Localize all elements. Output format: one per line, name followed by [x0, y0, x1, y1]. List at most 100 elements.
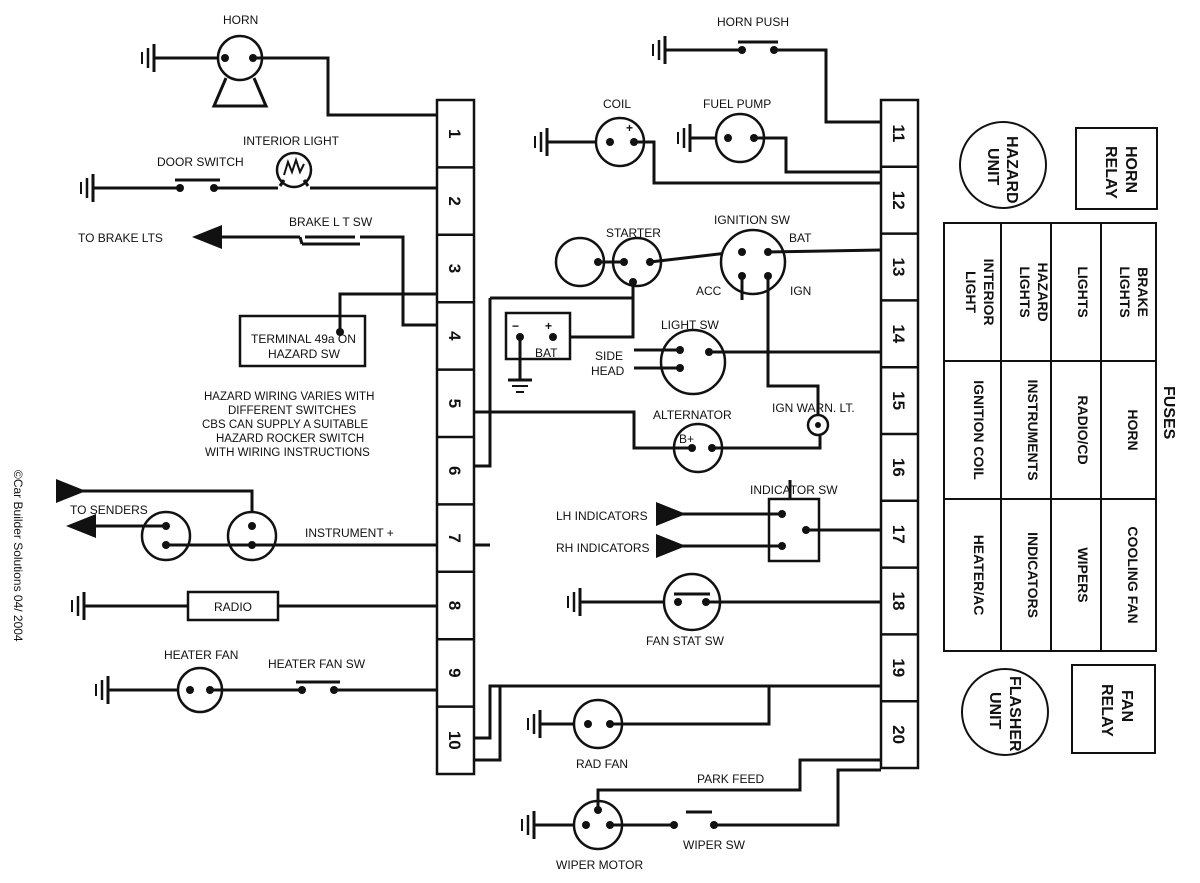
- fan-relay-line1: FAN: [1118, 690, 1135, 722]
- hazard-unit: HAZARD UNIT: [959, 121, 1047, 209]
- fuses-title: FUSES: [1160, 386, 1177, 440]
- fuse-label: RADIO/CD: [1075, 395, 1091, 464]
- battery: − + BAT: [474, 296, 633, 468]
- fuel-pump-label: FUEL PUMP: [703, 97, 771, 111]
- right-terminal-18: 18: [889, 592, 908, 611]
- horn-push-label: HORN PUSH: [717, 15, 789, 29]
- right-terminal-12: 12: [889, 191, 908, 210]
- head-label: HEAD: [591, 364, 625, 378]
- hazard-unit-line1: HAZARD: [1003, 136, 1020, 204]
- fuse-label: HAZARD: [1035, 262, 1051, 321]
- left-terminal-8: 8: [445, 601, 464, 610]
- alternator-label: ALTERNATOR: [653, 408, 732, 422]
- hazard-note: HAZARD WIRING VARIES WITH DIFFERENT SWIT…: [202, 391, 374, 459]
- fan-stat-sw-label: FAN STAT SW: [646, 634, 725, 648]
- hazard-note-line-5: WITH WIRING INSTRUCTIONS: [205, 447, 370, 459]
- coil-label: COIL: [603, 97, 631, 111]
- side-label: SIDE: [595, 349, 623, 363]
- brake-light-switch: TO BRAKE LTS BRAKE L T SW: [78, 215, 437, 327]
- hazard-note-line-3: CBS CAN SUPPLY A SUITABLE: [202, 419, 369, 431]
- svg-text:−: −: [512, 319, 519, 333]
- starter-label: STARTER: [606, 226, 661, 240]
- instrument-plus-label: INSTRUMENT +: [305, 526, 394, 540]
- svg-text:+: +: [545, 319, 552, 333]
- battery-label: BAT: [535, 346, 558, 360]
- rad-fan-label: RAD FAN: [576, 757, 628, 771]
- svg-text:B+: B+: [679, 432, 694, 446]
- light-switch: LIGHT SW SIDE HEAD: [591, 318, 881, 396]
- door-switch-label: DOOR SWITCH: [157, 155, 244, 169]
- door-switch-circuit: DOOR SWITCH INTERIOR LIGHT: [79, 134, 437, 204]
- flasher-unit-line2: UNIT: [986, 692, 1003, 730]
- rh-indicators-label: RH INDICATORS: [556, 541, 650, 555]
- fuse-label: WIPERS: [1075, 547, 1091, 602]
- heater-fan-sw-label: HEATER FAN SW: [268, 657, 366, 671]
- fuse-label: INSTRUMENTS: [1025, 379, 1041, 480]
- radio-label: RADIO: [214, 600, 252, 614]
- left-terminal-3: 3: [445, 264, 464, 273]
- ign-warn-lamp: IGN WARN. LT.: [772, 401, 855, 437]
- fuse-label: INTERIOR: [981, 259, 997, 326]
- hazard-note-line-1: HAZARD WIRING VARIES WITH: [204, 391, 374, 403]
- flasher-unit-line1: FLASHER: [1006, 676, 1023, 752]
- rad-fan: RAD FAN: [526, 684, 881, 771]
- indicator-switch: INDICATOR SW LH INDICATORS RH INDICATORS: [556, 480, 881, 563]
- fuse-label: LIGHT: [963, 271, 979, 313]
- fuel-pump: FUEL PUMP: [676, 97, 881, 174]
- fan-relay-line2: RELAY: [1098, 684, 1115, 737]
- ignition-switch: IGNITION SW BAT ACC IGN: [696, 213, 882, 414]
- fuse-label: HORN: [1125, 409, 1141, 450]
- indicator-sw-label: INDICATOR SW: [750, 483, 838, 497]
- right-terminal-11: 11: [889, 124, 908, 142]
- left-terminal-5: 5: [445, 399, 464, 408]
- misc-wires: [474, 543, 881, 762]
- right-terminal-16: 16: [889, 458, 908, 477]
- left-terminal-7: 7: [445, 533, 464, 542]
- ign-warn-lt-label: IGN WARN. LT.: [772, 401, 855, 415]
- acc-terminal-label: ACC: [696, 284, 722, 298]
- right-terminal-14: 14: [889, 324, 908, 343]
- heater-fan-label: HEATER FAN: [164, 648, 238, 662]
- left-terminal-9: 9: [445, 668, 464, 677]
- right-terminal-17: 17: [889, 525, 908, 544]
- wiper-motor-label: WIPER MOTOR: [556, 858, 643, 872]
- right-terminal-15: 15: [889, 391, 908, 410]
- hazard-note-line-2: DIFFERENT SWITCHES: [228, 405, 357, 417]
- interior-light-label: INTERIOR LIGHT: [243, 134, 340, 148]
- park-feed-label: PARK FEED: [697, 772, 764, 786]
- right-terminal-20: 20: [889, 725, 908, 744]
- hazard-note-line-4: HAZARD ROCKER SWITCH: [216, 433, 364, 445]
- light-sw-label: LIGHT SW: [661, 318, 719, 332]
- fuse-label: INDICATORS: [1025, 532, 1041, 618]
- left-terminal-1: 1: [445, 129, 464, 138]
- fuse-label: IGNITION COIL: [971, 380, 987, 480]
- to-senders-label: TO SENDERS: [70, 503, 148, 517]
- fuse-label: LIGHTS: [1117, 266, 1133, 317]
- flasher-unit: FLASHER UNIT: [961, 668, 1049, 756]
- horn-relay: HORN RELAY: [1075, 127, 1158, 210]
- lh-indicators-label: LH INDICATORS: [556, 509, 648, 523]
- fuse-label: LIGHTS: [1017, 266, 1033, 317]
- left-terminal-10: 10: [445, 731, 464, 750]
- copyright-text: ©Car Builder Solutions 04/ 2004: [11, 470, 25, 642]
- instrument-circuit: TO SENDERS INSTRUMENT +: [56, 479, 437, 562]
- radio: RADIO: [70, 590, 437, 622]
- svg-text:+: +: [626, 121, 633, 135]
- fuse-label: HEATER/AC: [971, 535, 987, 616]
- fuse-label: LIGHTS: [1075, 266, 1091, 317]
- fuse-label: COOLING FAN: [1125, 526, 1141, 623]
- fan-stat-switch: FAN STAT SW: [566, 572, 881, 648]
- horn-relay-line2: RELAY: [1102, 146, 1119, 199]
- right-terminal-19: 19: [889, 658, 908, 677]
- left-terminal-2: 2: [445, 196, 464, 205]
- ignition-sw-label: IGNITION SW: [714, 213, 791, 227]
- wiper-motor: PARK FEED WIPER SW WIPER MOTOR: [520, 758, 881, 872]
- left-terminal-6: 6: [445, 466, 464, 475]
- coil: + COIL: [533, 97, 881, 185]
- terminal-49a-line1: TERMINAL 49a ON: [251, 332, 356, 346]
- brake-lt-sw-label: BRAKE L T SW: [289, 215, 373, 229]
- fuse-label: BRAKE: [1135, 267, 1151, 317]
